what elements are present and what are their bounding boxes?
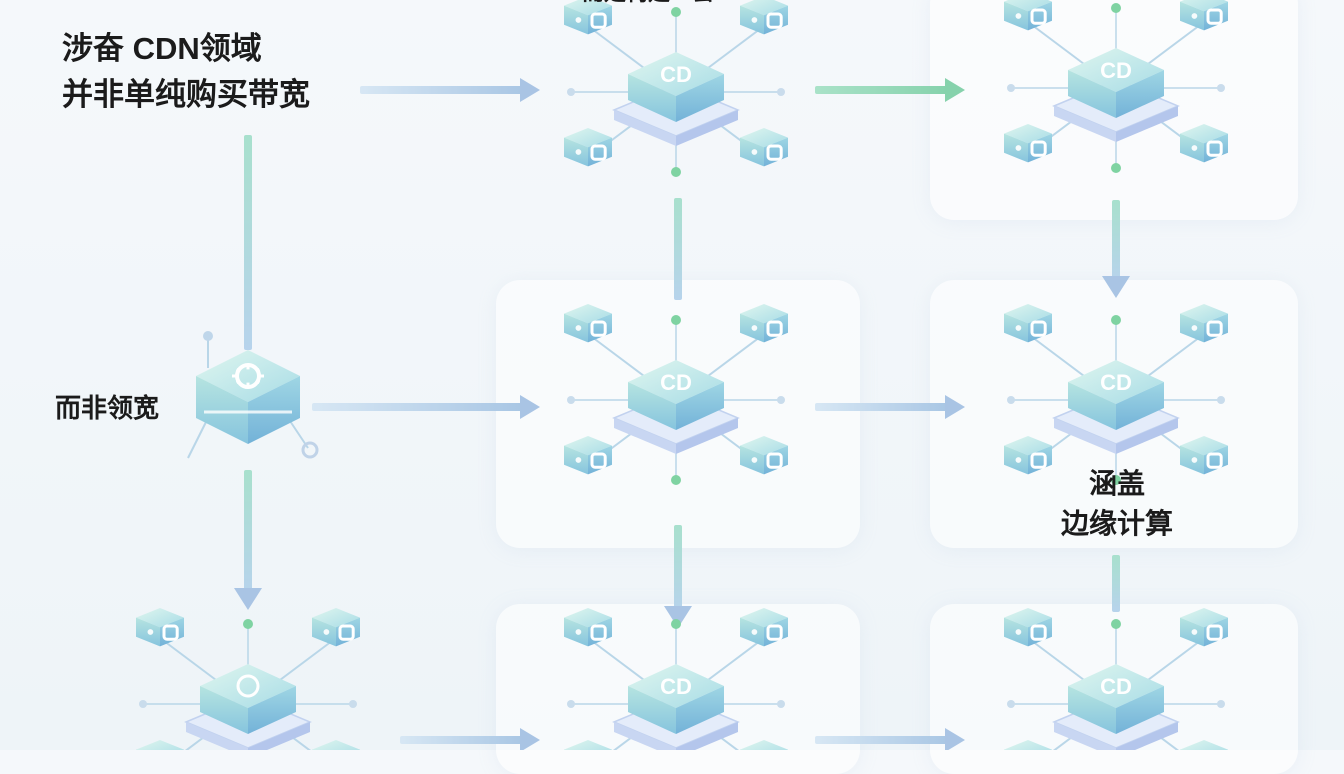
satellite-cube [1180,0,1228,30]
hub-bot-right: CD [1004,608,1228,750]
arrow-mid-left-to-bottom-left [234,470,262,610]
satellite-cube [1004,304,1052,342]
satellite-cube [740,128,788,166]
satellite-cube [1180,124,1228,162]
satellite-cube [564,608,612,646]
satellite-cube [1180,740,1228,750]
satellite-cube [564,304,612,342]
gear-cube [188,331,317,458]
arrow-mid-center-to-bottom-center [664,525,692,628]
hub-mid-right: CD [1004,304,1228,485]
hub-chip-label: CD [1100,370,1132,395]
satellite-cube [312,608,360,646]
arrow-bottom-left-to-bottom-center [400,728,540,750]
arrow-mid-center-to-mid-right [815,395,965,419]
satellite-cube [564,740,612,750]
arrow-top-center-to-top-right [815,78,965,102]
satellite-cube [740,436,788,474]
hub-mid-center: CD [564,304,788,485]
line-mid-right-to-bottom-right [1112,555,1120,612]
line-top-center-to-mid-center [674,198,682,300]
label-not-bandwidth: 而非领宽 [55,388,159,428]
satellite-cube [1004,608,1052,646]
arrow-bottom-center-to-bottom-right [815,728,965,750]
label-edge-computing: 涵盖 边缘计算 [1042,464,1192,544]
satellite-cube [740,608,788,646]
satellite-cube [740,304,788,342]
arrow-mid-left-to-mid-center [312,395,540,419]
satellite-cube [1004,124,1052,162]
label-build-system: 而是构建一套 [582,0,714,8]
satellite-cube [136,740,184,750]
line-title-to-mid-left [244,135,252,350]
title-cdn-domain: 涉奋 CDN领域 并非单纯购买带宽 [62,26,310,118]
satellite-cube [740,740,788,750]
satellite-cube [1004,740,1052,750]
hub-chip-label: CD [660,674,692,699]
arrow-title-to-top-center [360,78,540,102]
satellite-cube [564,436,612,474]
hub-top-right: CD [1004,0,1228,173]
satellite-cube [1004,0,1052,30]
hub-bot-center: CD [564,608,788,750]
hub-chip-label: CD [1100,58,1132,83]
satellite-cube [740,0,788,34]
arrow-top-right-to-mid-right [1102,200,1130,298]
satellite-cube [1180,608,1228,646]
satellite-cube [564,128,612,166]
hub-chip-label: CD [660,370,692,395]
hub-chip-label: CD [1100,674,1132,699]
satellite-cube [312,740,360,750]
hub-chip-label: CD [660,62,692,87]
hub-top-center: CD [564,0,788,177]
hub-bot-left [136,608,360,750]
satellite-cube [1180,304,1228,342]
satellite-cube [136,608,184,646]
